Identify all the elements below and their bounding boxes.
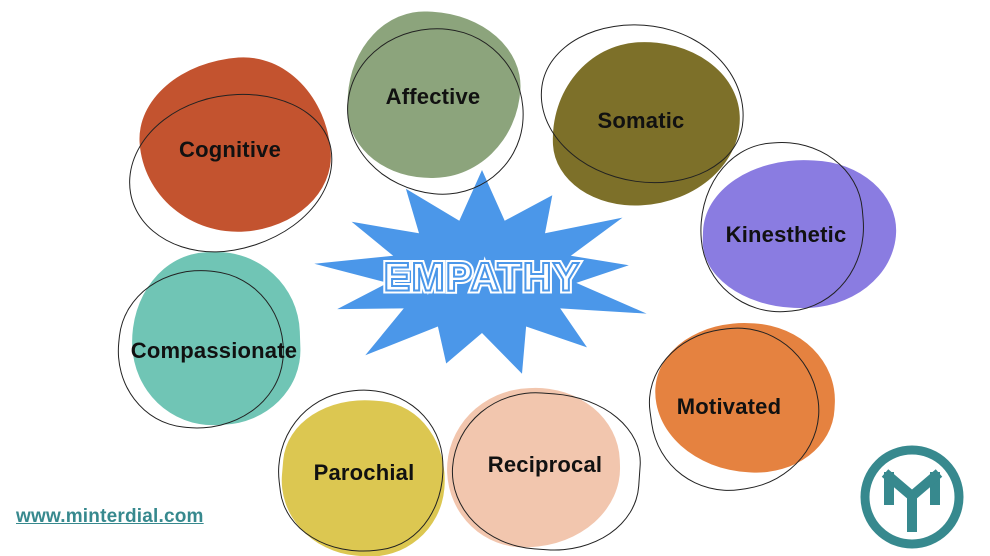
starburst-icon [314, 170, 647, 374]
blob-label-reciprocal: Reciprocal [487, 452, 603, 477]
empathy-starburst: EMPATHY EMPATHY [303, 166, 663, 386]
blob-affective: Affective [338, 7, 533, 203]
center-title-fill: EMPATHY [381, 253, 583, 303]
center-title-inline: EMPATHY [383, 255, 581, 301]
blob-compassionate: Compassionate [110, 249, 303, 438]
starburst-shape [314, 170, 647, 374]
blob-parochial: Parochial [268, 380, 454, 556]
blob-label-parochial: Parochial [313, 460, 415, 485]
blob-label-cognitive: Cognitive [178, 137, 282, 162]
center-title: EMPATHY EMPATHY [381, 253, 583, 303]
blob-kinesthetic: Kinesthetic [692, 135, 900, 319]
blob-label-kinesthetic: Kinesthetic [725, 222, 847, 247]
blob-cognitive: Cognitive [116, 51, 346, 267]
logo-circle [860, 445, 964, 549]
blob-label-compassionate: Compassionate [130, 338, 298, 363]
blob-label-somatic: Somatic [597, 108, 685, 133]
website-link[interactable]: www.minterdial.com [16, 506, 204, 527]
minterdial-logo-icon [860, 445, 964, 549]
blob-motivated: Motivated [639, 317, 839, 501]
blob-label-affective: Affective [385, 84, 481, 109]
blob-somatic: Somatic [530, 11, 755, 210]
blob-label-motivated: Motivated [676, 394, 782, 419]
blob-reciprocal: Reciprocal [444, 385, 646, 556]
